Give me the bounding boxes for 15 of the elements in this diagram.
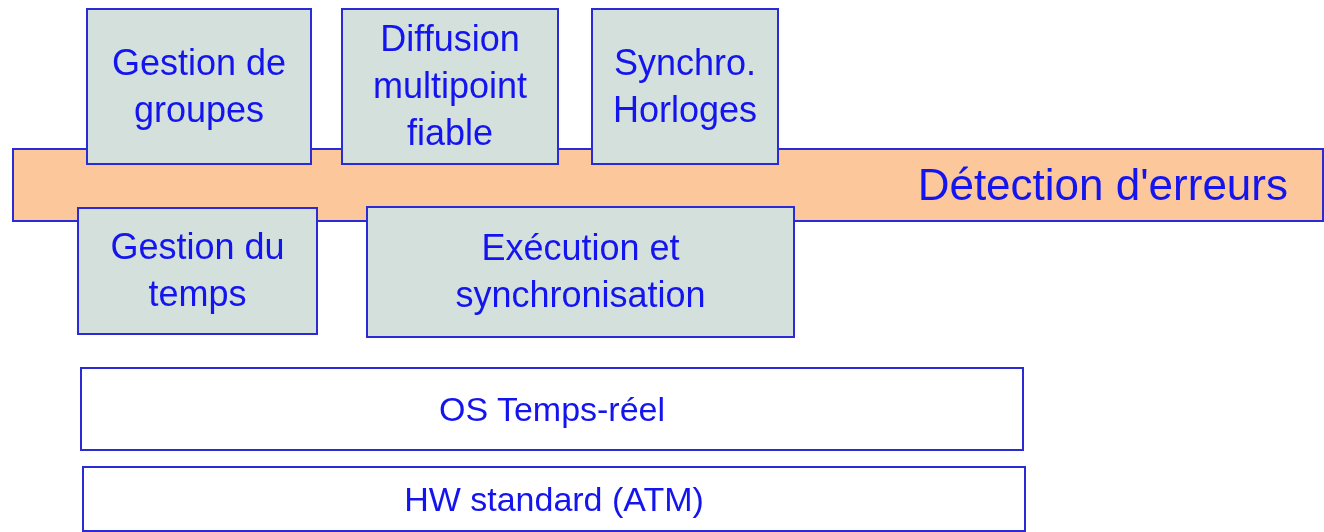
module-box [366, 206, 795, 338]
box-label: Exécution et synchronisation [454, 226, 707, 317]
box-label: Gestion de groupes [110, 40, 288, 132]
layer-box [80, 367, 1024, 451]
box-label: Synchro. Horloges [611, 40, 759, 132]
module-box [341, 8, 559, 165]
module-box [591, 8, 779, 165]
box-label: OS Temps-réel [438, 388, 666, 430]
box-label: Gestion du temps [109, 225, 286, 316]
layer-box [82, 466, 1026, 532]
module-box [77, 207, 318, 335]
box-label: HW standard (ATM) [404, 478, 704, 520]
module-box [86, 8, 312, 165]
box-label: Diffusion multipoint fiable [371, 17, 529, 155]
box-label: Détection d'erreurs [917, 159, 1288, 212]
